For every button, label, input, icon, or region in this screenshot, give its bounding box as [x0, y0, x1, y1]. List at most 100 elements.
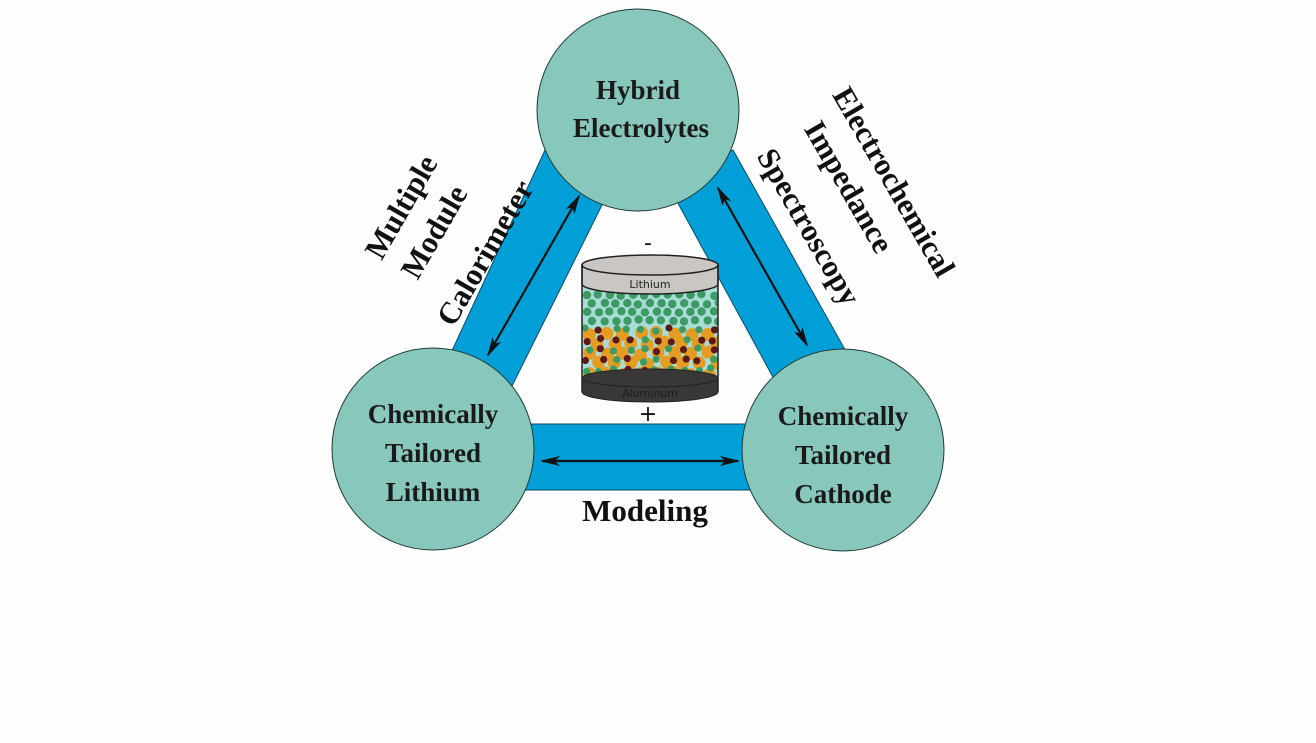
- green-particle: [645, 298, 655, 308]
- green-particle: [657, 299, 666, 308]
- small-particle: [698, 336, 706, 344]
- small-particle: [693, 357, 701, 365]
- node-top-line-1: Hybrid: [596, 75, 680, 105]
- small-particle: [694, 344, 702, 352]
- green-particle: [697, 290, 706, 299]
- green-particle: [623, 316, 632, 325]
- green-particle: [594, 308, 604, 317]
- green-particle: [656, 316, 666, 325]
- small-particle: [667, 338, 675, 346]
- green-particle: [640, 308, 650, 317]
- green-particle: [633, 300, 642, 309]
- green-particle: [612, 317, 621, 326]
- green-particle: [703, 316, 712, 325]
- small-particle: [623, 354, 631, 363]
- green-particle: [617, 307, 626, 316]
- aluminum-label: Aluminum: [622, 387, 678, 400]
- green-particle: [611, 299, 620, 308]
- small-particle: [679, 346, 688, 354]
- node-circle-right: [741, 348, 945, 552]
- green-particle: [583, 307, 592, 316]
- small-particle: [682, 355, 690, 363]
- green-particle: [702, 300, 712, 309]
- small-particle: [641, 336, 649, 344]
- small-particle: [586, 346, 594, 354]
- positive-terminal-label: +: [639, 402, 657, 427]
- small-particle: [710, 355, 718, 363]
- small-particle: [582, 356, 589, 365]
- green-particle: [645, 316, 654, 325]
- edge-label-bottom: Modeling: [582, 493, 708, 528]
- edge-arrows: [487, 186, 808, 466]
- green-particle: [600, 317, 609, 326]
- node-chemically-tailored-lithium: Chemically Tailored Lithium: [331, 347, 535, 551]
- small-particle: [654, 337, 662, 345]
- small-particle: [707, 364, 715, 372]
- node-left-line-1: Chemically: [368, 399, 499, 429]
- small-particle: [652, 355, 660, 363]
- edge-bottom-line-1: Modeling: [582, 493, 708, 528]
- lithium-label: Lithium: [629, 278, 670, 291]
- green-particle: [593, 290, 602, 299]
- lithium-top-cap: [581, 254, 719, 276]
- green-particle: [709, 307, 718, 316]
- small-particle: [622, 325, 630, 333]
- node-left-line-2: Tailored: [385, 438, 481, 468]
- small-particle: [583, 367, 591, 376]
- green-particle: [634, 315, 643, 324]
- aluminum-top-rim: [581, 368, 719, 388]
- node-circle-top: [536, 8, 740, 212]
- small-particle: [613, 356, 621, 364]
- green-particle: [663, 307, 672, 317]
- small-particle: [695, 326, 703, 334]
- small-particle: [683, 336, 691, 344]
- small-particle: [582, 324, 589, 332]
- small-particle: [678, 326, 687, 334]
- node-right-line-3: Cathode: [794, 479, 892, 509]
- green-particle: [600, 298, 610, 308]
- negative-terminal-label: -: [644, 231, 652, 256]
- green-particle: [674, 308, 684, 317]
- green-particle: [582, 290, 592, 300]
- small-particle: [710, 326, 718, 334]
- green-particle: [710, 291, 718, 301]
- small-particle: [710, 346, 718, 354]
- green-particle: [679, 317, 689, 326]
- green-particle: [680, 299, 689, 308]
- small-particle: [665, 324, 673, 332]
- orange-particle: [660, 355, 674, 369]
- small-particle: [652, 348, 661, 356]
- green-particle: [587, 299, 596, 308]
- small-particle: [583, 338, 591, 346]
- green-particle: [714, 298, 718, 308]
- node-circle-left: [331, 347, 535, 551]
- green-particle: [697, 307, 706, 316]
- green-particle: [605, 307, 614, 316]
- green-particle: [623, 298, 632, 308]
- green-particle: [690, 316, 700, 325]
- green-particle: [669, 316, 678, 326]
- green-particle: [714, 317, 718, 326]
- double-arrow-right: [717, 186, 808, 347]
- double-arrow-left: [487, 194, 580, 357]
- small-particle: [612, 336, 620, 344]
- small-particle: [600, 355, 608, 364]
- band-bottom: [519, 423, 757, 491]
- small-particle: [664, 345, 673, 353]
- node-left-line-3: Lithium: [386, 477, 481, 507]
- node-hybrid-electrolytes: Hybrid Electrolytes: [536, 8, 740, 212]
- node-right-line-2: Tailored: [795, 440, 891, 470]
- small-particle: [626, 336, 634, 344]
- green-particle: [686, 307, 695, 317]
- node-top-line-2: Electrolytes: [573, 113, 709, 143]
- small-particle: [641, 345, 649, 353]
- small-particle: [636, 325, 645, 333]
- small-particle: [639, 358, 648, 366]
- battery-cell-illustration: - Aluminum Lithium +: [581, 231, 719, 427]
- small-particle: [613, 325, 621, 333]
- green-particle: [652, 307, 662, 316]
- green-particle: [627, 307, 637, 316]
- node-chemically-tailored-cathode: Chemically Tailored Cathode: [741, 348, 945, 552]
- node-right-line-1: Chemically: [778, 401, 909, 431]
